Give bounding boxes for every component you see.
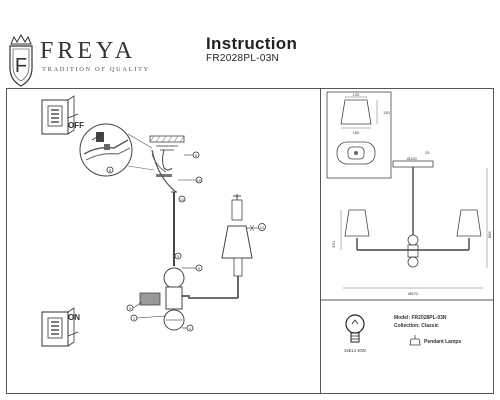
fixture-width-dim: Ø670 xyxy=(408,291,419,296)
ceiling-canopy-icon xyxy=(149,135,185,193)
wall-switch-off-icon xyxy=(41,95,75,135)
info-collection: Collection: Classic xyxy=(394,323,439,329)
svg-text:F: F xyxy=(15,55,27,77)
shade-top-dim: 120 xyxy=(353,92,360,97)
assembly-diagram: OFF 6 8 10 11 xyxy=(41,95,266,347)
shade-height-dim: 130 xyxy=(383,110,390,115)
document-model-number: FR2028PL-03N xyxy=(206,53,280,64)
step-marker: 1 xyxy=(130,314,167,322)
svg-text:3: 3 xyxy=(129,306,132,311)
document-title: Instruction xyxy=(206,34,298,53)
center-body-icon xyxy=(139,258,190,331)
switch-off-label: OFF xyxy=(68,121,84,130)
brand-tagline: TRADITION OF QUALITY xyxy=(42,66,150,73)
bulb-spec: 3xE14 40W xyxy=(344,348,366,353)
step-marker: 10 xyxy=(178,176,203,184)
step-marker: 11 xyxy=(178,195,186,203)
step-marker: 3 xyxy=(126,301,143,312)
wall-switch-on-icon xyxy=(41,307,75,347)
step-marker: 4 xyxy=(182,324,194,332)
svg-text:5: 5 xyxy=(177,254,180,259)
brand-crest-logo: F xyxy=(9,34,33,87)
info-type: Pendant Lamps xyxy=(424,339,462,345)
shade-dimension-icon xyxy=(340,96,378,129)
svg-text:1: 1 xyxy=(133,316,136,321)
step-marker: 9 xyxy=(182,264,203,272)
info-model: Model: FR2028PL-03N xyxy=(394,315,447,321)
center-rod-icon xyxy=(171,191,177,258)
canopy-dimension-icon xyxy=(336,141,376,165)
step-marker: 12 xyxy=(246,223,266,232)
step-marker: 6 xyxy=(184,151,200,159)
brand-name: FREYA xyxy=(40,38,137,64)
dimensions-panel: 120 160 130 Ø120 25 320 885 Ø670 3xE14 4… xyxy=(321,91,494,353)
lamp-shade-assembly-icon xyxy=(188,194,253,299)
panel-divider xyxy=(320,88,321,394)
svg-text:11: 11 xyxy=(180,197,185,202)
svg-text:4: 4 xyxy=(189,326,192,331)
bulb-icon xyxy=(345,314,365,343)
shade-bottom-dim: 160 xyxy=(353,130,360,135)
fixture-outline-icon xyxy=(340,160,488,289)
svg-text:6: 6 xyxy=(195,153,198,158)
content-frame xyxy=(6,88,494,394)
pendant-lamp-icon xyxy=(409,335,421,346)
fixture-right-height-dim: 885 xyxy=(487,231,492,238)
step-marker: 8 xyxy=(106,166,114,174)
step-marker: 5 xyxy=(174,252,182,260)
switch-on-label: ON xyxy=(68,313,80,322)
canopy-diameter-dim: Ø120 xyxy=(407,156,418,161)
svg-text:10: 10 xyxy=(197,178,202,183)
fixture-left-height-dim: 320 xyxy=(331,241,336,248)
svg-text:9: 9 xyxy=(198,266,201,271)
wiring-detail-icon xyxy=(79,123,133,177)
svg-text:8: 8 xyxy=(109,168,112,173)
svg-text:12: 12 xyxy=(260,225,265,230)
canopy-height-dim: 25 xyxy=(425,150,430,155)
